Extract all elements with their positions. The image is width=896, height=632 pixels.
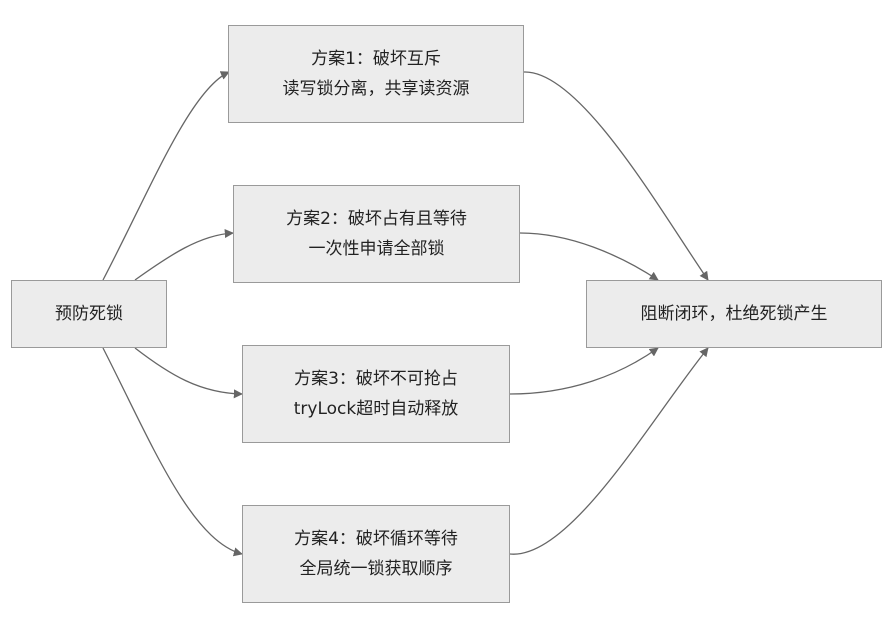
- node-detail: 读写锁分离，共享读资源: [282, 79, 470, 99]
- node-break-cycle: 阻断闭环，杜绝死锁产生: [586, 280, 882, 348]
- edge-start-to-s3: [134, 347, 243, 399]
- edge-s1-to-end: [523, 71, 709, 281]
- edge-start-to-s4: [102, 347, 243, 557]
- edge-start-to-s2: [134, 228, 234, 281]
- node-label: 预防死锁: [55, 304, 123, 324]
- node-scheme-4: 方案4：破坏循环等待 全局统一锁获取顺序: [242, 505, 510, 603]
- node-scheme-3: 方案3：破坏不可抢占 tryLock超时自动释放: [242, 345, 510, 443]
- edge-s4-to-end: [509, 347, 709, 555]
- node-prevent-deadlock: 预防死锁: [11, 280, 167, 348]
- node-title: 方案3：破坏不可抢占: [294, 369, 458, 389]
- node-title: 方案4：破坏循环等待: [294, 529, 458, 549]
- node-label: 阻断闭环，杜绝死锁产生: [640, 304, 828, 324]
- node-detail: 一次性申请全部锁: [308, 239, 445, 259]
- node-title: 方案1：破坏互斥: [311, 49, 441, 69]
- edge-start-to-s1: [102, 71, 230, 281]
- node-scheme-2: 方案2：破坏占有且等待 一次性申请全部锁: [233, 185, 520, 283]
- node-scheme-1: 方案1：破坏互斥 读写锁分离，共享读资源: [228, 25, 524, 123]
- node-detail: 全局统一锁获取顺序: [299, 559, 453, 579]
- node-detail: tryLock超时自动释放: [293, 399, 459, 419]
- node-title: 方案2：破坏占有且等待: [286, 209, 467, 229]
- edge-s2-to-end: [519, 232, 659, 281]
- edge-s3-to-end: [509, 347, 659, 395]
